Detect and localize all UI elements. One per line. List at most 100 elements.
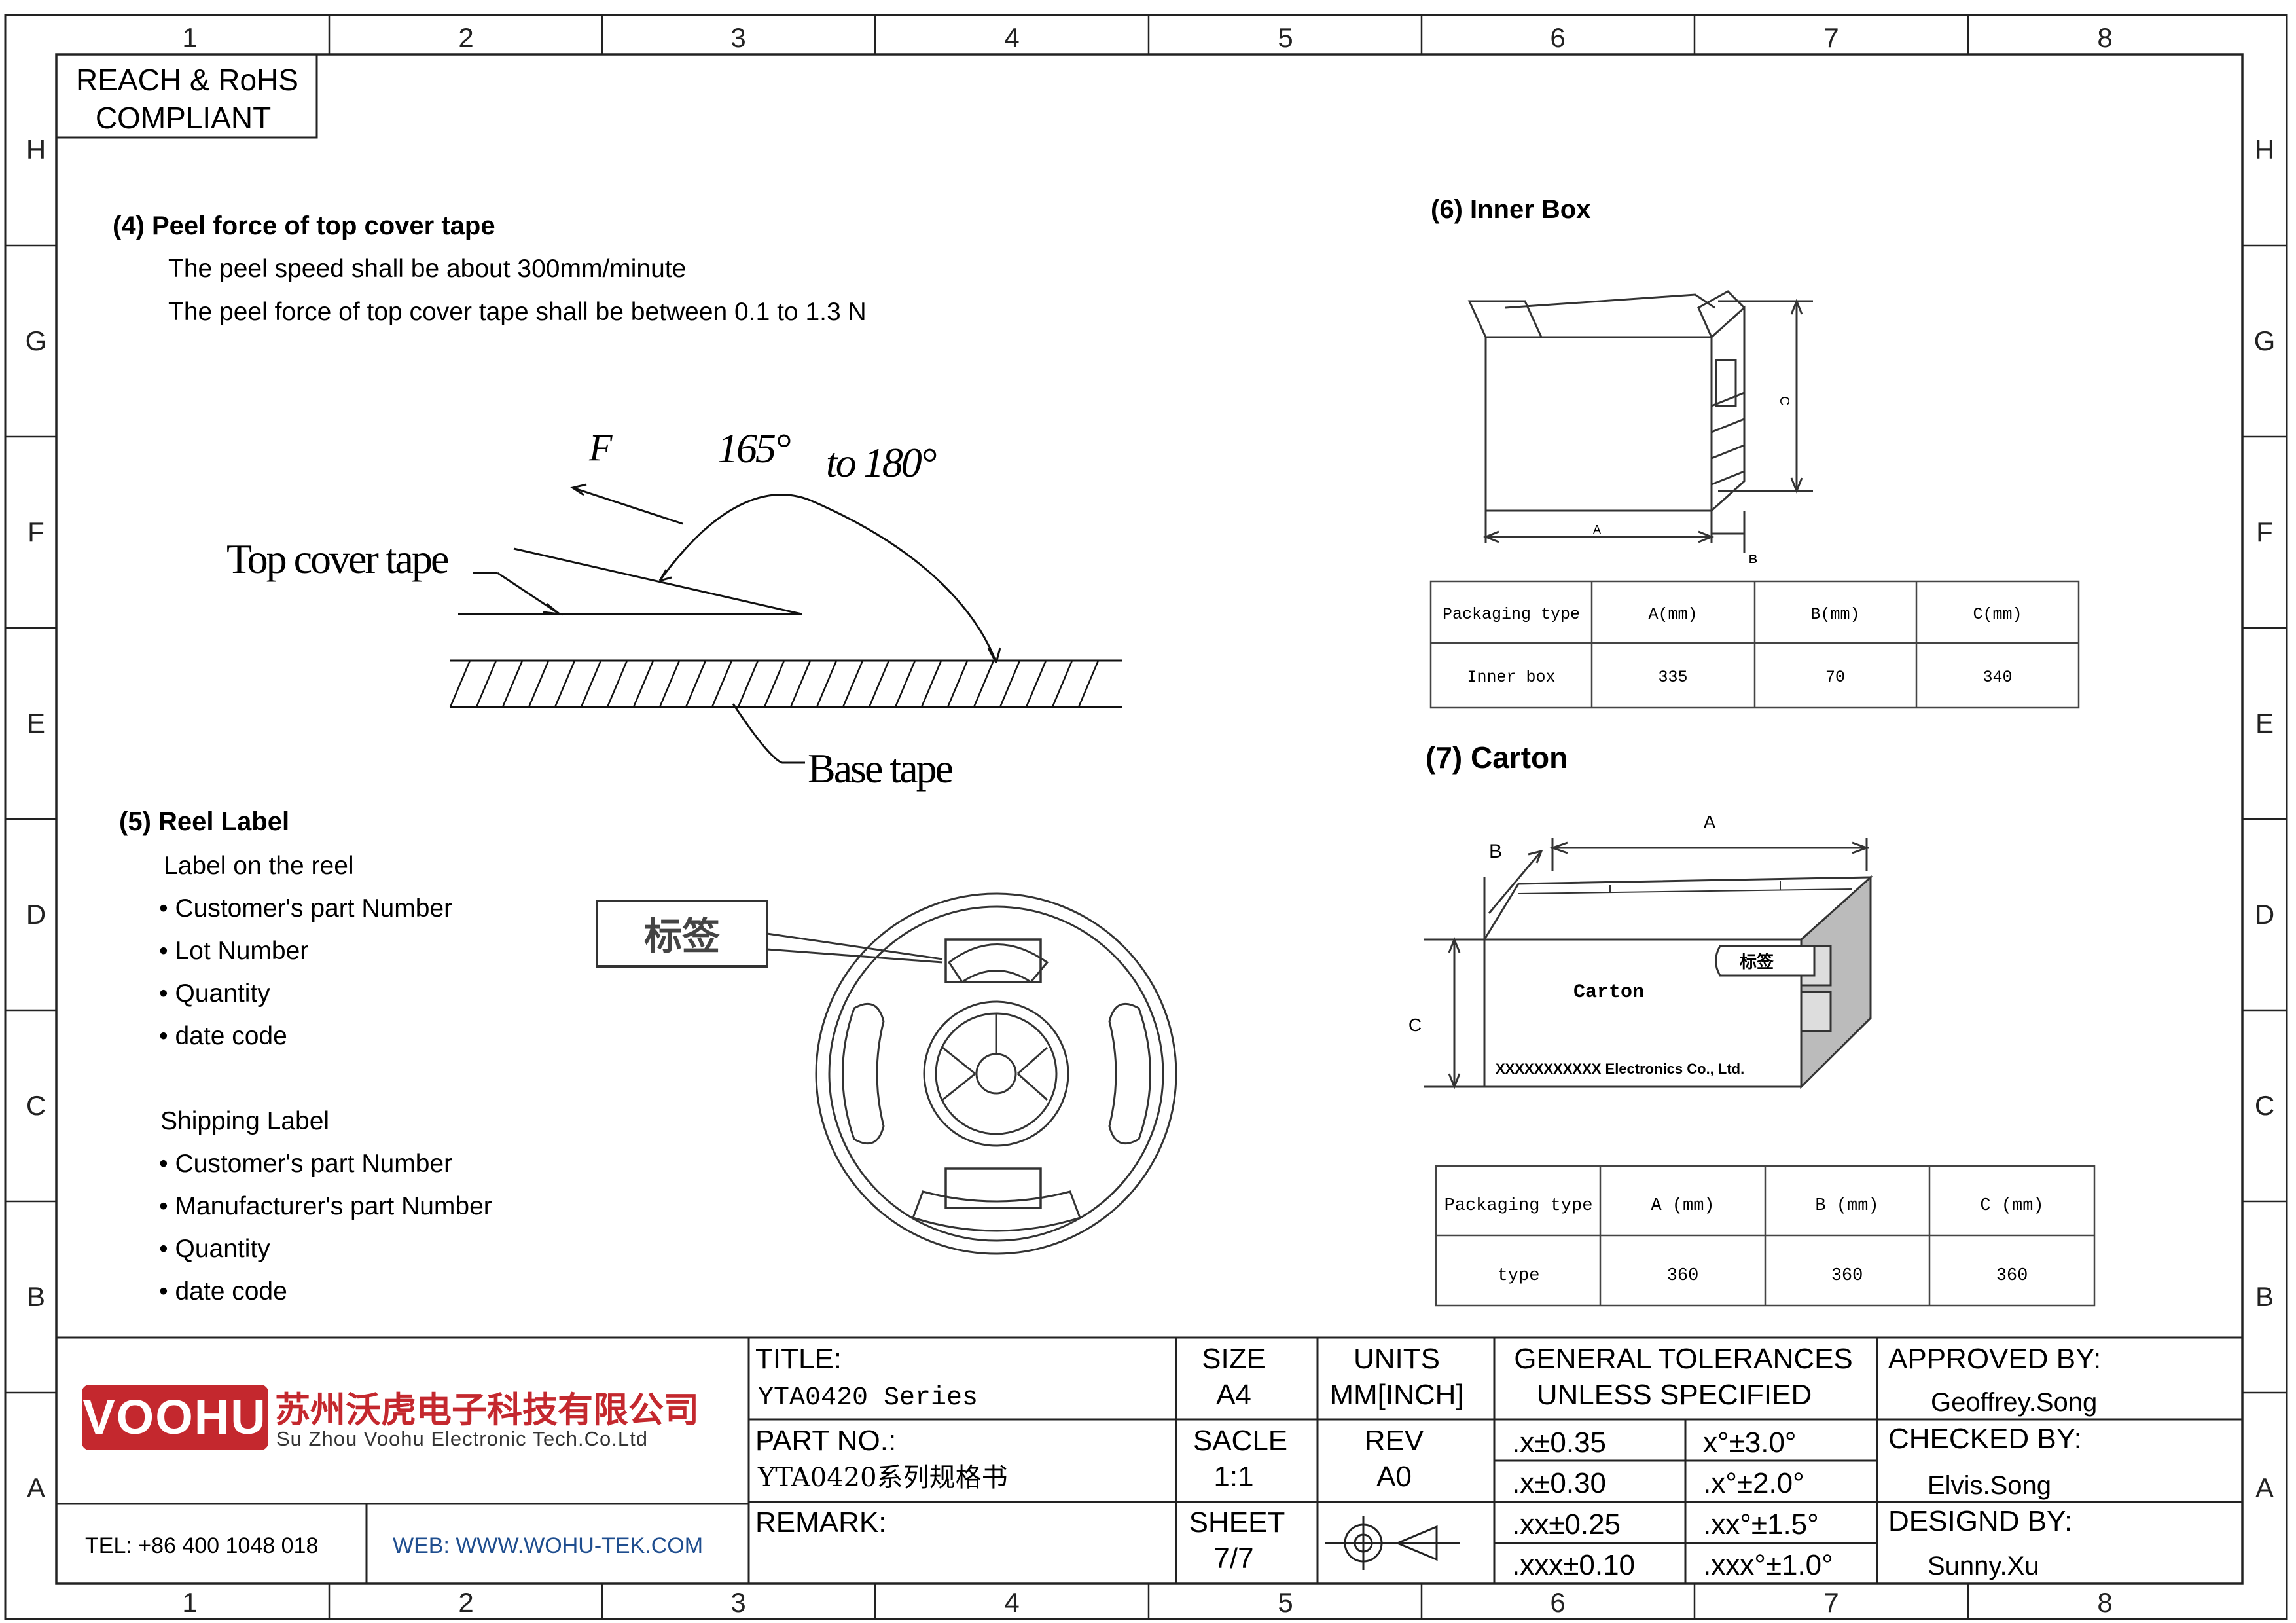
inner-table-header: A(mm) [1648, 605, 1697, 624]
shipping-label-sub: Shipping Label [160, 1107, 329, 1135]
designed-value: Sunny.Xu [1928, 1552, 2039, 1580]
row-label-left: E [27, 708, 45, 739]
carton-table-header: C (mm) [1980, 1196, 2043, 1216]
inner-table-cell: 335 [1658, 668, 1687, 687]
inner-table-cell: 340 [1982, 668, 2012, 687]
row-label-right: H [2255, 134, 2274, 165]
compliance-line-1: REACH & RoHS [76, 63, 298, 97]
remark-label: REMARK: [755, 1506, 886, 1539]
carton-table-header: A (mm) [1651, 1196, 1714, 1216]
col-label-top: 7 [1823, 22, 1839, 53]
title-label: TITLE: [755, 1343, 842, 1375]
inner-table-cell: Inner box [1467, 668, 1555, 687]
inner-table-header: B(mm) [1810, 605, 1859, 624]
carton-dim-c: C [1408, 1015, 1422, 1035]
peel-force-diagram [449, 483, 1122, 764]
carton-dim-a: A [1704, 812, 1716, 832]
carton-table-header: Packaging type [1444, 1196, 1593, 1216]
peel-heading: (4) Peel force of top cover tape [113, 211, 495, 240]
force-label: F [588, 426, 613, 469]
carton-box-text: Carton [1573, 981, 1644, 1004]
carton-company-line: XXXXXXXXXXX Electronics Co., Ltd. [1496, 1061, 1744, 1077]
col-label-top: 5 [1278, 22, 1293, 53]
row-label-left: F [27, 517, 45, 547]
base-tape-label: Base tape [808, 745, 953, 792]
col-label-bottom: 1 [182, 1587, 197, 1618]
row-label-right: B [2255, 1281, 2274, 1312]
tolerance-heading-2: UNLESS SPECIFIED [1537, 1379, 1812, 1411]
scale-label: SACLE [1193, 1425, 1287, 1457]
tolerance-value: .xxx°±1.0° [1703, 1549, 1833, 1581]
tolerance-value: .x±0.35 [1512, 1427, 1606, 1459]
inner-box-drawing [1467, 290, 1813, 553]
col-label-top: 6 [1550, 22, 1565, 53]
grid-ticks [5, 15, 2287, 1619]
projection-symbol-icon [1325, 1516, 1460, 1570]
size-value: A4 [1216, 1379, 1251, 1411]
row-label-left: B [27, 1281, 45, 1312]
title-value: YTA0420 Series [758, 1383, 978, 1413]
inner-table-header: C(mm) [1973, 605, 2022, 624]
inner-box-heading: (6) Inner Box [1431, 195, 1590, 224]
reel-label-item: • Lot Number [159, 937, 308, 965]
company-name-cn: 苏州沃虎电子科技有限公司 [275, 1389, 699, 1431]
inner-dim-a: A [1593, 523, 1601, 536]
carton-table [1435, 1165, 2096, 1307]
compliance-box [55, 53, 318, 139]
company-web: WEB: WWW.WOHU-TEK.COM [393, 1533, 703, 1558]
company-logo [82, 1385, 268, 1450]
row-label-right: A [2255, 1472, 2274, 1503]
row-label-left: G [26, 325, 47, 356]
tolerance-value: .xxx±0.10 [1512, 1549, 1635, 1581]
shipping-label-item: • date code [159, 1277, 287, 1305]
col-label-top: 8 [2097, 22, 2112, 53]
carton-drawing [1424, 838, 1874, 1090]
row-label-right: D [2255, 899, 2274, 930]
carton-table-cell: type [1498, 1266, 1540, 1286]
rev-label: REV [1365, 1425, 1424, 1457]
units-value: MM[INCH] [1329, 1379, 1463, 1411]
row-label-right: C [2255, 1090, 2274, 1121]
carton-heading: (7) Carton [1426, 740, 1568, 775]
company-tel: TEL: +86 400 1048 018 [85, 1533, 318, 1558]
row-label-left: D [26, 899, 46, 930]
company-logo-text: VOOHU [82, 1390, 266, 1444]
sheet-label: SHEET [1189, 1506, 1285, 1539]
row-label-left: C [26, 1090, 46, 1121]
sheet-value: 7/7 [1213, 1542, 1253, 1575]
company-name-en: Su Zhou Voohu Electronic Tech.Co.Ltd [276, 1427, 648, 1450]
rev-value: A0 [1376, 1461, 1412, 1493]
carton-table-cell: 360 [1831, 1266, 1863, 1286]
col-label-top: 1 [182, 22, 197, 53]
reel-diagram [596, 892, 1177, 1255]
part-no-value: YTA0420系列规格书 [757, 1463, 1008, 1493]
row-label-right: F [2256, 517, 2273, 547]
col-label-top: 2 [458, 22, 473, 53]
shipping-label-item: • Manufacturer's part Number [159, 1192, 492, 1220]
inner-dim-c: C [1777, 396, 1791, 405]
angle-label-180: to 180° [826, 439, 937, 486]
designed-label: DESIGND BY: [1888, 1505, 2072, 1537]
reel-label-item: • Quantity [159, 979, 270, 1008]
inner-table-header: Packaging type [1443, 605, 1580, 624]
part-no-label: PART NO.: [755, 1425, 896, 1457]
peel-speed-text: The peel speed shall be about 300mm/minu… [168, 255, 686, 283]
tolerance-value: .xx±0.25 [1512, 1508, 1621, 1541]
reel-label-heading: (5) Reel Label [119, 807, 289, 836]
reel-tag-label: 标签 [644, 914, 720, 958]
inner-box-table [1429, 580, 2080, 709]
reel-label-item: • Customer's part Number [159, 894, 452, 922]
shipping-label-item: • Quantity [159, 1235, 270, 1263]
col-label-bottom: 7 [1823, 1587, 1839, 1618]
compliance-line-2: COMPLIANT [96, 101, 271, 135]
tolerance-heading-1: GENERAL TOLERANCES [1514, 1343, 1853, 1375]
carton-table-cell: 360 [1667, 1266, 1699, 1286]
carton-dim-b: B [1489, 841, 1502, 862]
col-label-bottom: 4 [1004, 1587, 1019, 1618]
col-label-bottom: 6 [1550, 1587, 1565, 1618]
carton-table-cell: 360 [1996, 1266, 2028, 1286]
col-label-top: 4 [1004, 22, 1019, 53]
reel-label-sub: Label on the reel [164, 852, 354, 880]
col-label-bottom: 8 [2097, 1587, 2112, 1618]
col-label-bottom: 2 [458, 1587, 473, 1618]
